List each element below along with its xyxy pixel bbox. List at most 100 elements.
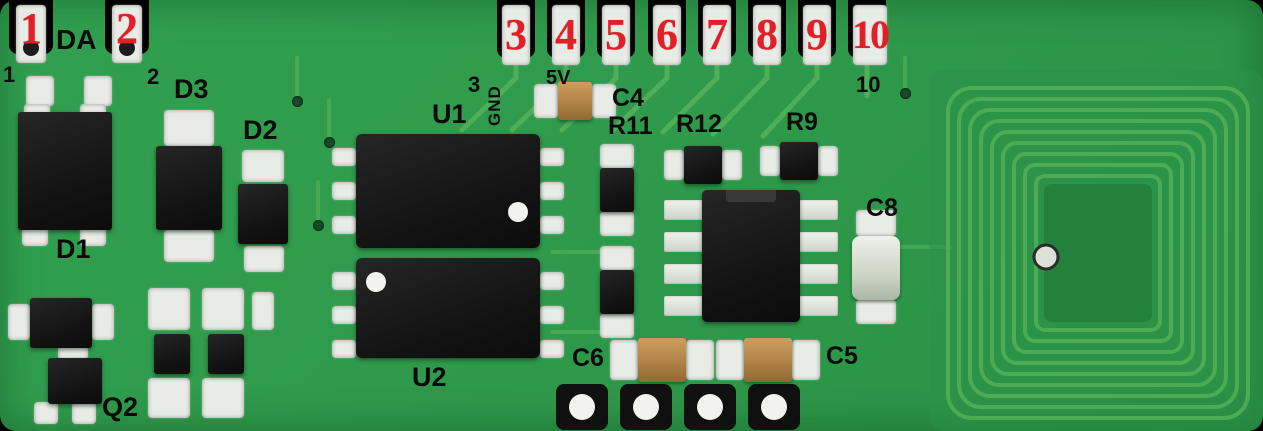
u2-body bbox=[356, 258, 540, 358]
solder-pad bbox=[540, 306, 564, 324]
solder-pad bbox=[664, 150, 684, 180]
solder-pad bbox=[34, 402, 58, 424]
solder-pad bbox=[600, 144, 634, 168]
pin-number-2: 2 bbox=[116, 4, 138, 53]
silk-pin10-index: 10 bbox=[856, 72, 881, 97]
soic-leg bbox=[798, 264, 838, 284]
silk-label-u1: U1 bbox=[432, 99, 467, 129]
solder-pad bbox=[8, 304, 30, 340]
silk-label-d3: D3 bbox=[174, 74, 209, 104]
silk-label-r11: R11 bbox=[608, 112, 653, 140]
test-point bbox=[684, 384, 736, 430]
test-point-hole bbox=[697, 394, 723, 420]
pin-pad-8: 8 bbox=[753, 5, 781, 65]
solder-pad bbox=[332, 182, 356, 200]
pin-number-4: 4 bbox=[555, 10, 577, 59]
solder-pad bbox=[332, 272, 356, 290]
solder-pad bbox=[252, 292, 274, 330]
test-point bbox=[556, 384, 608, 430]
solder-pad bbox=[818, 146, 838, 176]
antenna-center-hole bbox=[1032, 243, 1060, 271]
u1-pin1-marker bbox=[508, 202, 528, 222]
r12-body bbox=[684, 146, 722, 184]
pin-number-3: 3 bbox=[505, 10, 527, 59]
d2-body bbox=[238, 184, 288, 244]
silk-pin1-index: 1 bbox=[3, 62, 16, 87]
soic-leg bbox=[798, 232, 838, 252]
solder-pad bbox=[534, 84, 558, 118]
silk-label-d1: D1 bbox=[56, 234, 91, 264]
solder-pad bbox=[244, 246, 284, 272]
d1-body bbox=[18, 112, 112, 230]
pin-pad-10: 10 bbox=[852, 5, 890, 65]
c5-body bbox=[744, 338, 792, 382]
solder-pad bbox=[540, 216, 564, 234]
solder-pad bbox=[540, 182, 564, 200]
solder-pad bbox=[540, 272, 564, 290]
solder-pad bbox=[148, 288, 190, 330]
r9-body bbox=[780, 142, 818, 180]
soic-orientation-notch bbox=[726, 190, 776, 202]
solder-pad bbox=[856, 300, 896, 324]
silk-label-r12: R12 bbox=[676, 110, 722, 138]
solder-pad bbox=[716, 340, 744, 380]
silk-label-q2: Q2 bbox=[102, 392, 139, 422]
solder-pad bbox=[722, 150, 742, 180]
solder-pad bbox=[760, 146, 780, 176]
solder-pad bbox=[332, 306, 356, 324]
pin-number-1: 1 bbox=[20, 4, 42, 53]
silk-label-gnd: GND bbox=[485, 85, 504, 126]
c6-body bbox=[638, 338, 686, 382]
solder-pad bbox=[540, 148, 564, 166]
c8-body bbox=[852, 236, 900, 300]
soic-leg bbox=[664, 232, 704, 252]
pin-pad-9: 9 bbox=[803, 5, 831, 65]
test-point bbox=[748, 384, 800, 430]
solder-pad bbox=[164, 110, 214, 146]
test-point-hole bbox=[569, 394, 595, 420]
silk-label-d2: D2 bbox=[243, 115, 278, 145]
test-point bbox=[620, 384, 672, 430]
via bbox=[313, 220, 324, 231]
chip-component bbox=[600, 270, 634, 314]
test-point-hole bbox=[633, 394, 659, 420]
silk-label-r9: R9 bbox=[786, 108, 818, 136]
silk-label-c4: C4 bbox=[612, 84, 644, 112]
pin-pad-5: 5 bbox=[602, 5, 630, 65]
q2-body bbox=[48, 358, 102, 404]
solder-pad bbox=[792, 340, 820, 380]
c4-body bbox=[558, 82, 592, 120]
solder-pad bbox=[600, 246, 634, 270]
castellation-hole bbox=[23, 40, 39, 56]
solder-pad bbox=[856, 210, 896, 236]
soic-ic-body bbox=[702, 190, 800, 322]
silk-label-5v: 5V bbox=[546, 67, 571, 89]
u1-body bbox=[356, 134, 540, 248]
silk-label-u2: U2 bbox=[412, 362, 447, 392]
via bbox=[900, 88, 911, 99]
silk-label-c5: C5 bbox=[826, 342, 858, 370]
solder-pad bbox=[202, 288, 244, 330]
u2-pin1-marker bbox=[366, 272, 386, 292]
solder-pad bbox=[242, 150, 284, 182]
chip-component bbox=[154, 334, 190, 374]
via bbox=[292, 96, 303, 107]
chip-component bbox=[208, 334, 244, 374]
solder-pad bbox=[610, 340, 638, 380]
r11-body bbox=[600, 168, 634, 212]
pin-pad-4: 4 bbox=[552, 5, 580, 65]
solder-pad bbox=[600, 212, 634, 236]
solder-pad bbox=[540, 340, 564, 358]
solder-pad bbox=[26, 76, 54, 106]
solder-pad bbox=[332, 148, 356, 166]
solder-pad bbox=[592, 84, 616, 118]
via bbox=[324, 137, 335, 148]
pin-pad-6: 6 bbox=[653, 5, 681, 65]
solder-pad bbox=[332, 340, 356, 358]
antenna-coil bbox=[930, 70, 1263, 431]
silk-label-c6: C6 bbox=[572, 344, 604, 372]
solder-pad bbox=[332, 216, 356, 234]
silk-label-c8: C8 bbox=[866, 194, 898, 222]
solder-pad bbox=[164, 230, 214, 262]
pin-number-7: 7 bbox=[706, 10, 728, 59]
